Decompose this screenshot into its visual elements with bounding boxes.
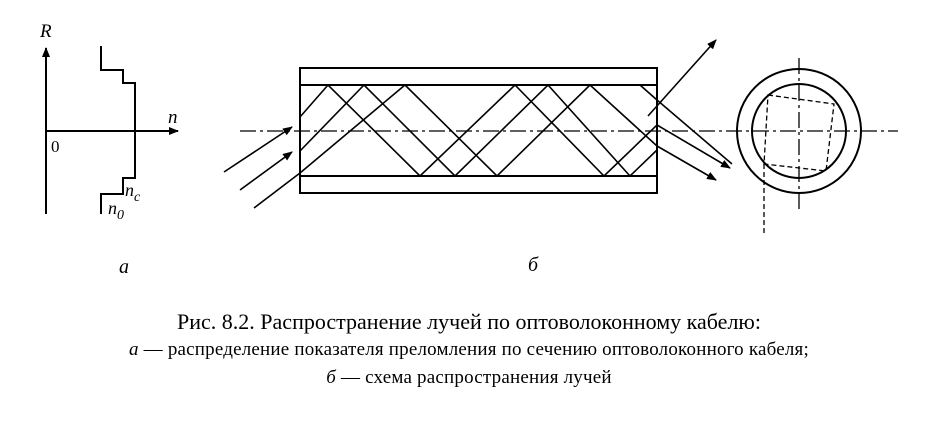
core-ray-2	[299, 83, 658, 178]
core-ray-1	[299, 83, 658, 178]
outgoing-ray-2	[656, 145, 717, 181]
outgoing-ray-up	[647, 39, 717, 117]
nc-label: nc	[125, 180, 141, 205]
skew-ray-path	[763, 94, 835, 172]
n0-label: n0	[108, 198, 124, 223]
cable-cross-section	[736, 58, 862, 233]
caption-letter-b: б	[326, 367, 337, 388]
origin-label: 0	[51, 137, 60, 156]
incoming-ray-3	[253, 172, 301, 209]
caption-line-a: а — распределение показателя преломления…	[0, 336, 938, 364]
panel-b-ray-scheme: б	[223, 39, 898, 276]
panel-b-letter: б	[528, 254, 539, 276]
caption-text-a: — распределение показателя преломления п…	[138, 339, 809, 360]
fiber-optic-figure: R n 0 nc n0 а	[39, 21, 898, 278]
outgoing-ray-3	[656, 99, 733, 165]
core-ray-4	[639, 84, 658, 101]
r-axis-label: R	[39, 21, 52, 42]
outgoing-ray-1	[656, 124, 731, 169]
index-profile-lower	[100, 131, 136, 214]
panel-a-letter: а	[119, 256, 129, 278]
caption-letter-a: а	[129, 339, 139, 360]
index-profile-upper	[100, 46, 136, 131]
figure-caption: Рис. 8.2. Распространение лучей по оптов…	[0, 308, 938, 392]
incoming-ray-1	[223, 126, 293, 173]
caption-title: Рис. 8.2. Распространение лучей по оптов…	[177, 309, 761, 334]
core-ray-3	[299, 83, 658, 178]
n-axis-label: n	[168, 107, 178, 128]
caption-line-b: б — схема распространения лучей	[0, 364, 938, 392]
panel-a-index-profile: R n 0 nc n0 а	[39, 21, 179, 278]
incoming-ray-2	[239, 151, 293, 191]
caption-text-b: — схема распространения лучей	[336, 367, 612, 388]
